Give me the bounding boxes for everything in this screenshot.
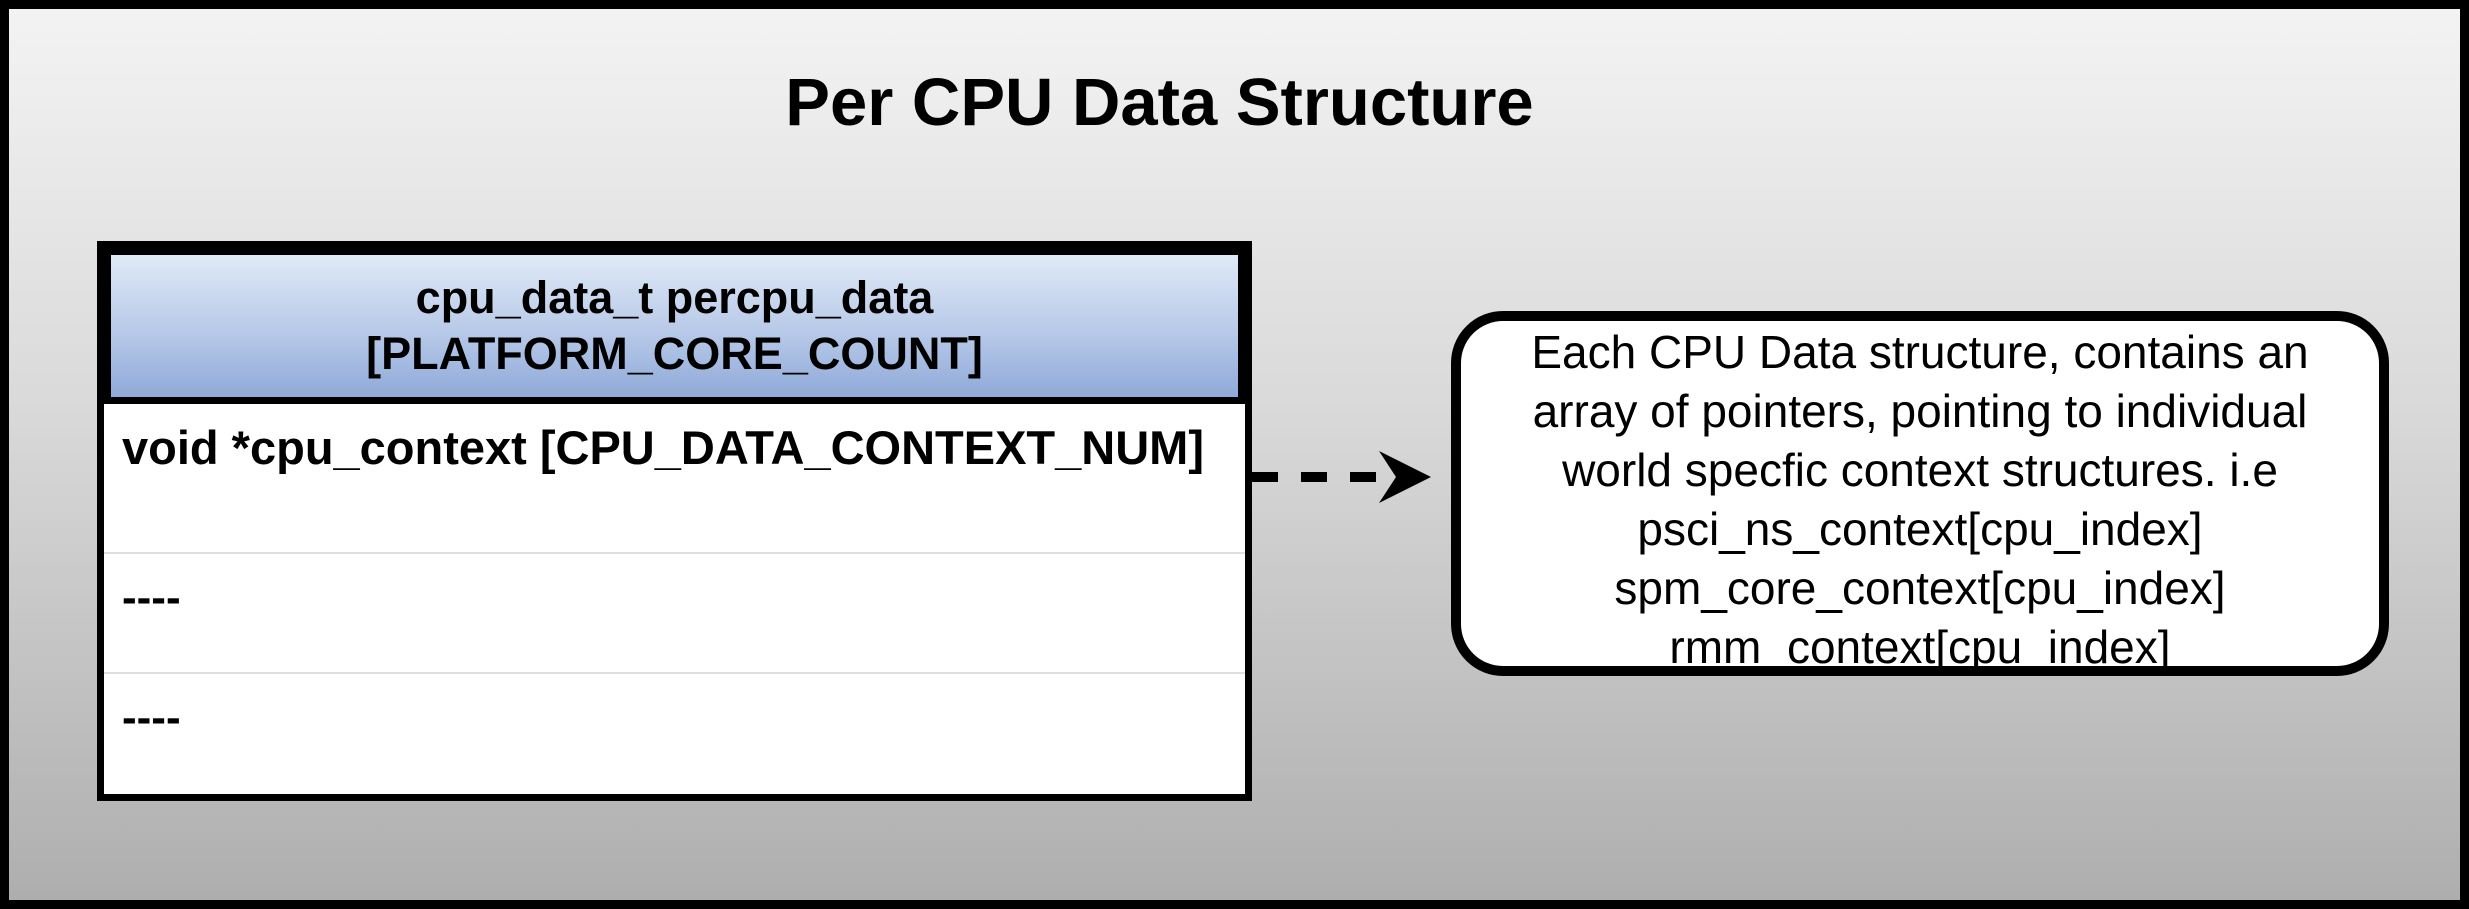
table-header-line1: cpu_data_t percpu_data <box>415 272 934 323</box>
page-title: Per CPU Data Structure <box>785 65 1534 140</box>
table-header-line2: [PLATFORM_CORE_COUNT] <box>366 328 983 379</box>
table-row: ---- <box>104 554 1245 674</box>
callout-line: Each CPU Data structure, contains an <box>1531 326 2309 378</box>
table-row: ---- <box>122 693 181 742</box>
table-row: void *cpu_context [CPU_DATA_CONTEXT_NUM] <box>104 404 1245 554</box>
per-cpu-data-table: cpu_data_t percpu_data [PLATFORM_CORE_CO… <box>97 241 1252 801</box>
callout-line: rmm_context[cpu_index] <box>1669 621 2171 673</box>
callout-line: array of pointers, pointing to individua… <box>1532 385 2308 437</box>
table-header-cell: cpu_data_t percpu_data [PLATFORM_CORE_CO… <box>104 248 1245 404</box>
dashed-arrow <box>1252 451 1431 503</box>
callout-line: spm_core_context[cpu_index] <box>1614 562 2226 614</box>
callout-line: world specfic context structures. i.e <box>1562 444 2278 496</box>
annotation-callout: Each CPU Data structure, contains an arr… <box>1451 311 2389 676</box>
callout-line: psci_ns_context[cpu_index] <box>1637 503 2203 555</box>
